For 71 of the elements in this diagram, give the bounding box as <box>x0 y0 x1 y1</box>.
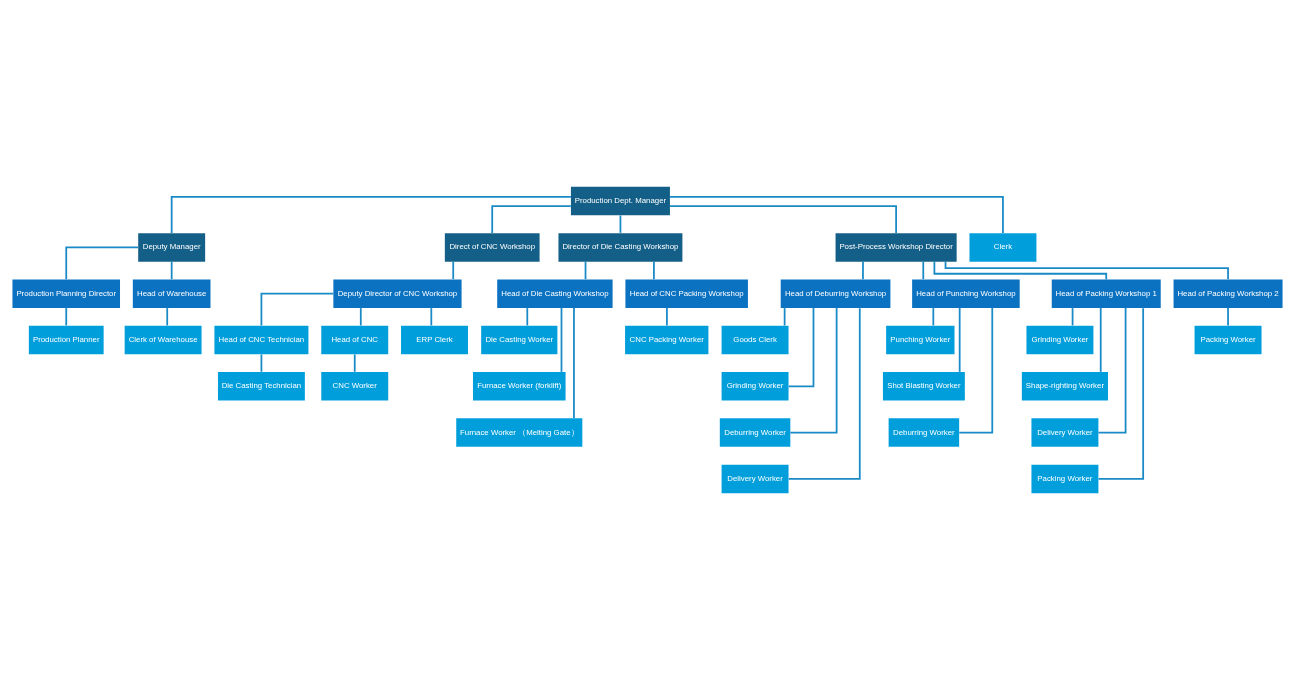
node-box: Production Planning Director <box>12 278 120 308</box>
node-box: Furnace Worker (forklift) <box>473 371 566 401</box>
node-box: Production Planner <box>28 325 104 354</box>
connector <box>958 306 961 373</box>
node-box: Packing Worker <box>1031 464 1099 493</box>
node-box: Head of Punching Workshop <box>912 278 1020 308</box>
node-box: Head of Deburring Workshop <box>780 278 891 308</box>
node-box: Director of Die Casting Workshop <box>558 232 683 262</box>
connector <box>787 306 861 480</box>
connector <box>783 306 786 326</box>
connector <box>789 306 838 433</box>
connector <box>260 292 335 326</box>
node-box: Head of Warehouse <box>132 278 211 308</box>
node-box: Grinding Worker <box>1026 325 1094 354</box>
node-box: Head of CNC Packing Workshop <box>625 278 748 308</box>
connector <box>359 306 362 326</box>
node-box: Direct of CNC Workshop <box>444 232 540 262</box>
connector <box>862 260 864 280</box>
connector <box>560 306 563 373</box>
connector <box>170 195 572 234</box>
node-box: Production Dept. Manager <box>570 186 670 215</box>
node-box: Head of CNC <box>321 325 389 354</box>
connector <box>166 306 169 326</box>
node-box: Deburring Worker <box>719 417 791 447</box>
node-box: Grinding Worker <box>721 371 789 401</box>
connector <box>1227 306 1229 326</box>
connector <box>491 204 572 234</box>
connector <box>932 306 935 326</box>
connector <box>1097 306 1127 433</box>
node-box: CNC Worker <box>321 371 389 401</box>
connector <box>922 260 925 280</box>
connector <box>669 195 1004 234</box>
connector <box>170 260 173 280</box>
node-box: Clerk <box>969 232 1037 262</box>
node-box: Punching Worker <box>886 325 955 354</box>
connector <box>65 306 68 326</box>
connector <box>666 306 668 326</box>
node-box: Head of CNC Technician <box>214 325 309 354</box>
node-box: Packing Worker <box>1194 325 1262 354</box>
node-box: Head of Packing Workshop 1 <box>1051 278 1161 308</box>
connector <box>669 204 897 234</box>
node-box: Shape-righting Worker <box>1021 371 1108 401</box>
node-box: Clerk of Warehouse <box>124 325 202 354</box>
node-box: Furnace Worker （Melting Gate） <box>456 417 583 447</box>
connector <box>787 306 815 387</box>
node-box: Shot Blasting Worker <box>882 371 965 401</box>
connector <box>958 306 994 433</box>
node-box: Post-Process Workshop Director <box>835 232 957 262</box>
node-box: Deputy Manager <box>138 232 206 262</box>
node-box: Delivery Worker <box>721 464 789 493</box>
node-box: Head of Die Casting Workshop <box>497 278 613 308</box>
connector <box>1097 306 1145 480</box>
connector <box>573 306 575 419</box>
node-box: Delivery Worker <box>1031 417 1099 447</box>
connector <box>526 306 529 326</box>
node-box: ERP Clerk <box>401 325 468 354</box>
node-box: Deburring Worker <box>888 417 960 447</box>
node-box: Deputy Director of CNC Workshop <box>333 278 462 308</box>
connector <box>65 246 139 280</box>
node-box: CNC Packing Worker <box>625 325 709 354</box>
node-box: Die Casting Worker <box>481 325 558 354</box>
node-box: Head of Packing Workshop 2 <box>1173 278 1283 308</box>
connector <box>430 306 433 326</box>
connector <box>452 260 455 280</box>
node-box: Goods Clerk <box>721 325 789 354</box>
connector <box>353 353 356 373</box>
node-box: Die Casting Technician <box>217 371 305 401</box>
connector <box>1099 306 1102 373</box>
connector <box>653 260 655 280</box>
connector <box>933 260 1108 280</box>
connector <box>944 260 1229 280</box>
